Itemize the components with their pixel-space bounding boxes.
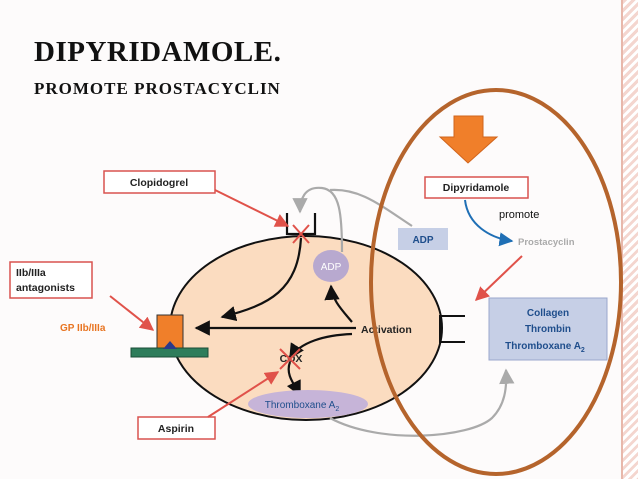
prostacyclin-inhibit-arrow xyxy=(474,255,523,301)
highlight-ring xyxy=(369,88,623,476)
adp-feedback-arrow xyxy=(292,186,344,253)
cox-block-x xyxy=(279,348,301,370)
adp-outer-arrow xyxy=(329,188,413,227)
dipyridamole-box xyxy=(424,176,529,199)
dipyridamole-label: Dipyridamole xyxy=(443,182,510,194)
promote-label: promote xyxy=(499,209,539,221)
down-arrow-icon xyxy=(438,115,499,164)
gp-membrane-bar xyxy=(130,347,209,358)
slide-subtitle: PROMOTE PROSTACYCLIN xyxy=(34,79,281,98)
clopidogrel-label: Clopidogrel xyxy=(130,177,188,189)
aspirin-box xyxy=(137,416,216,440)
adp-outer-label: ADP xyxy=(412,235,433,246)
agonist-collagen: Collagen xyxy=(527,308,569,319)
decorative-stripe-line xyxy=(621,0,623,479)
clopidogrel-inhibit-arrow xyxy=(214,189,290,227)
receptor-block-x xyxy=(292,224,310,244)
agonist-thrombin: Thrombin xyxy=(525,324,571,335)
promote-arrow xyxy=(464,199,514,247)
agonists-box xyxy=(488,297,608,361)
activation-to-cox-arrow xyxy=(289,332,353,360)
antagonists-box xyxy=(9,261,93,299)
gp-bridge xyxy=(163,341,177,349)
adp-outer-box xyxy=(398,228,448,250)
adp-inner-bubble xyxy=(313,250,349,282)
agonist-thromboxane: Thromboxane A2 xyxy=(505,341,585,354)
activation-label: Activation xyxy=(361,324,412,336)
antagonists-inhibit-arrow xyxy=(109,295,155,331)
prostacyclin-label: Prostacyclin xyxy=(518,237,575,248)
aspirin-inhibit-arrow xyxy=(207,371,280,418)
antagonists-label-line1: IIb/IIIa xyxy=(16,267,46,279)
thromboxane-inner-label: Thromboxane A2 xyxy=(265,400,340,413)
receptor-to-gp-arrow xyxy=(220,237,303,322)
thromboxane-feedback-arrow xyxy=(329,368,515,437)
adp-receptor xyxy=(285,213,317,236)
clopidogrel-box xyxy=(103,170,216,194)
activation-to-adp-arrow xyxy=(324,284,353,323)
slide-title: DIPYRIDAMOLE. xyxy=(34,36,282,68)
thromboxane-bubble xyxy=(248,390,368,418)
activation-receptor xyxy=(439,315,465,343)
decorative-stripe xyxy=(623,0,638,479)
adp-inner-label: ADP xyxy=(321,262,342,273)
antagonists-label-line2: antagonists xyxy=(16,282,75,294)
aspirin-label: Aspirin xyxy=(158,423,194,435)
gp-label: GP IIb/IIIa xyxy=(60,323,106,334)
